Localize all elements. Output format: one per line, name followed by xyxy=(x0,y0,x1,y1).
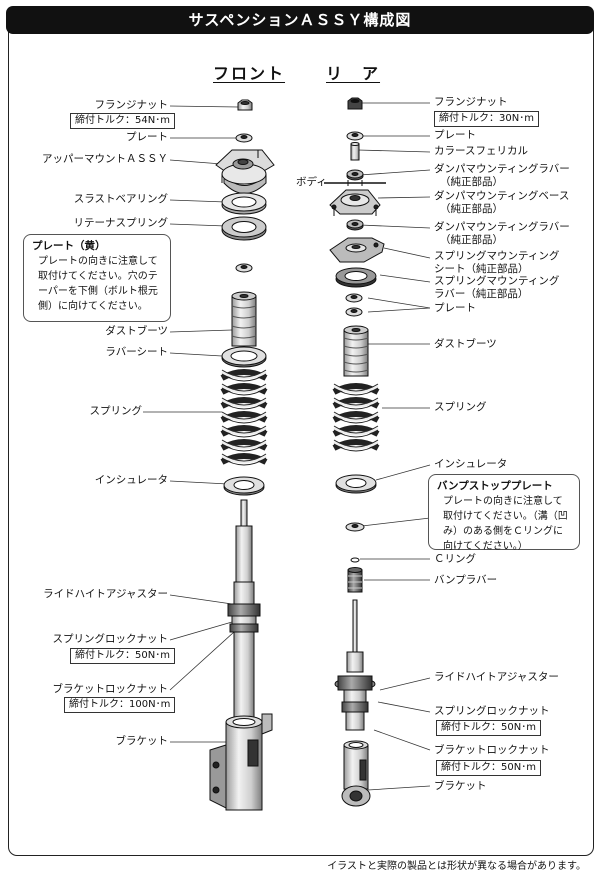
front-plate-note: プレート（黄） プレートの向きに注意して取付けてください。穴のテーパーを下側（ボ… xyxy=(23,234,171,322)
front-parts xyxy=(209,99,275,811)
rear-label-bump-rubber: バンプラバー xyxy=(434,574,498,586)
rear-label-genuine-3: （純正部品） xyxy=(440,234,503,246)
front-label-thrust-bearing: スラストベアリング xyxy=(73,193,168,205)
rear-note-body: プレートの向きに注意して取付けてください。（溝（凹み）のある側をＣリングに向けて… xyxy=(443,496,568,552)
rear-label-body: ボディ xyxy=(296,176,327,188)
front-note-title: プレート（黄） xyxy=(32,240,106,252)
front-torque-bracket-locknut: 締付トルク：100N･m xyxy=(64,697,176,713)
diagram-frame xyxy=(8,8,594,856)
front-label-ride-height: ライドハイトアジャスター xyxy=(43,588,168,600)
front-label-bracket: ブラケット xyxy=(115,735,169,747)
rear-label-seat-genuine: シート（純正部品） xyxy=(434,263,529,275)
rear-leader-lines xyxy=(357,102,431,791)
rear-label-damper-mount-rubber-1: ダンパマウンティングラバー xyxy=(434,163,570,175)
rear-label-bracket: ブラケット xyxy=(434,780,487,792)
front-label-flange-nut: フランジナット xyxy=(94,99,169,111)
rear-plate xyxy=(346,131,364,141)
rear-plates xyxy=(345,293,363,317)
front-label-bracket-locknut: ブラケットロックナット xyxy=(52,683,169,695)
rear-bracket xyxy=(341,740,371,807)
front-label-spring-locknut: スプリングロックナット xyxy=(52,633,169,645)
rear-label-plate2: プレート xyxy=(434,302,476,314)
front-label-plate: プレート xyxy=(126,131,168,143)
rear-parts xyxy=(324,97,386,807)
front-label-upper-mount: アッパーマウントＡＳＳＹ xyxy=(42,153,168,165)
front-bracket xyxy=(209,713,273,811)
rear-torque-spring-locknut: 締付トルク：50N･m xyxy=(436,720,541,736)
rear-torque-flange-nut: 締付トルク：30N･m xyxy=(434,111,539,127)
rear-damper xyxy=(334,599,376,731)
rear-note-title: バンプストッププレート xyxy=(437,480,553,492)
rear-body-panel xyxy=(324,180,386,186)
front-yellow-plate xyxy=(235,263,253,273)
front-upper-mount xyxy=(215,149,275,194)
front-rubber-seat xyxy=(221,346,267,368)
rear-damper-mount-base xyxy=(329,189,381,216)
front-leader-lines xyxy=(143,105,239,743)
rear-label-genuine-1: （純正部品） xyxy=(440,176,503,188)
rear-flange-nut xyxy=(347,97,363,110)
front-retainer-spring xyxy=(221,216,267,241)
front-insulator xyxy=(223,476,265,496)
rear-label-insulator: インシュレータ xyxy=(434,458,508,470)
footer-disclaimer: イラストと実際の製品とは形状が異なる場合があります。 xyxy=(327,861,586,872)
rear-label-spring: スプリング xyxy=(434,401,487,413)
front-label-dust-boot: ダストブーツ xyxy=(105,325,168,337)
front-label-rubber-seat: ラバーシート xyxy=(105,346,168,358)
rear-label-spring-mount-seat: スプリングマウンティング xyxy=(434,250,560,262)
rear-bump-rubber xyxy=(347,567,363,593)
rear-label-collar: カラースフェリカル xyxy=(434,145,528,157)
rear-heading: リ ア xyxy=(326,64,381,83)
front-flange-nut xyxy=(237,99,253,111)
rear-label-spring-locknut: スプリングロックナット xyxy=(434,705,550,717)
rear-label-damper-mount-rubber-2: ダンパマウンティングラバー xyxy=(434,221,570,233)
rear-label-plate: プレート xyxy=(434,129,476,141)
front-label-spring: スプリング xyxy=(89,405,143,417)
rear-bump-stop-plate xyxy=(345,522,365,532)
rear-spring xyxy=(332,383,380,452)
front-label-retainer-spring: リテーナスプリング xyxy=(73,217,169,229)
rear-dust-boot xyxy=(343,325,369,377)
rear-label-ride-height: ライドハイトアジャスター xyxy=(434,671,559,683)
front-label-insulator: インシュレータ xyxy=(94,474,168,486)
rear-damper-mount-rubber-2 xyxy=(346,219,364,231)
front-torque-spring-locknut: 締付トルク：50N･m xyxy=(70,648,175,664)
rear-label-bracket-locknut: ブラケットロックナット xyxy=(434,744,550,756)
rear-label-rubber-genuine: ラバー（純正部品） xyxy=(434,288,529,300)
rear-bump-plate-note: バンプストッププレート プレートの向きに注意して取付けてください。（溝（凹み）の… xyxy=(428,474,580,552)
rear-damper-mount-rubber-1 xyxy=(346,169,364,181)
front-torque-flange-nut: 締付トルク：54N･m xyxy=(70,113,175,129)
rear-label-c-ring: Ｃリング xyxy=(434,553,476,565)
rear-label-genuine-2: （純正部品） xyxy=(440,203,503,215)
rear-c-ring xyxy=(350,557,360,563)
rear-torque-bracket-locknut: 締付トルク：50N･m xyxy=(436,760,541,776)
rear-label-spring-mount-rubber: スプリングマウンティング xyxy=(434,275,560,287)
front-note-body: プレートの向きに注意して取付けてください。穴のテーパーを下側（ボルト根元側）に向… xyxy=(38,256,158,312)
front-damper xyxy=(227,499,261,734)
front-dust-boot xyxy=(231,291,257,347)
rear-spring-mount-seat xyxy=(329,237,385,263)
front-heading: フロント xyxy=(213,64,286,83)
rear-insulator xyxy=(335,474,377,494)
page-title: サスペンションＡＳＳＹ構成図 xyxy=(6,6,594,34)
front-thrust-bearing xyxy=(221,192,267,215)
rear-collar xyxy=(350,142,360,161)
rear-label-damper-mount-base: ダンパマウンティングベース xyxy=(434,190,570,202)
front-plate xyxy=(235,133,253,143)
rear-spring-mount-rubber xyxy=(335,267,377,288)
rear-label-flange-nut: フランジナット xyxy=(434,96,508,108)
front-spring xyxy=(220,369,268,466)
rear-label-dust-boot: ダストブーツ xyxy=(434,338,497,350)
